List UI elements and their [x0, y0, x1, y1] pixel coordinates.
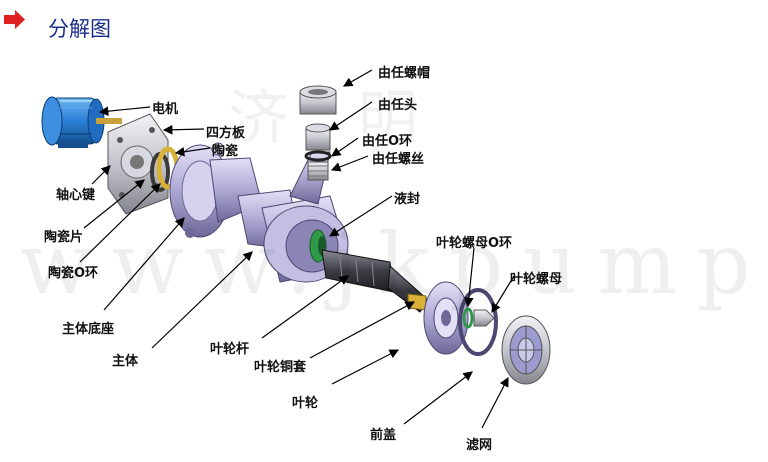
label-ceramic-o-ring: 陶瓷O环 — [48, 266, 99, 281]
label-impeller-nut: 叶轮螺母 — [510, 272, 563, 287]
label-union-o-ring: 由任O环 — [362, 134, 413, 149]
label-shaft-key: 轴心键 — [56, 188, 96, 203]
label-motor: 电机 — [152, 102, 179, 117]
page-title: 分解图 — [48, 17, 111, 41]
label-front-cover: 前盖 — [370, 428, 397, 443]
filter-screen-part — [501, 315, 551, 385]
label-union-thread: 由任螺丝 — [372, 152, 425, 167]
label-mechanical-seal: 液封 — [394, 192, 421, 207]
label-union-head: 由任头 — [378, 98, 418, 113]
red-arrow-icon — [4, 10, 25, 29]
label-square-plate: 四方板 — [206, 126, 246, 141]
watermark: www.jkpump.com — [20, 215, 768, 313]
impeller-nut-part — [473, 309, 495, 327]
leader-lines — [79, 69, 515, 429]
front-cover-part — [458, 288, 498, 356]
union-head-part — [305, 123, 331, 151]
label-main-body: 主体 — [112, 354, 139, 369]
union-thread-part — [307, 161, 329, 181]
union-o-ring-part — [304, 150, 332, 162]
label-ceramic-piece: 陶瓷片 — [44, 230, 84, 245]
label-impeller: 叶轮 — [292, 396, 319, 411]
label-impeller-shaft: 叶轮杆 — [210, 342, 250, 357]
impeller-part — [423, 281, 469, 355]
union-nut-part — [299, 85, 337, 115]
impeller-nut-o-ring-part — [462, 307, 474, 329]
label-main-base: 主体底座 — [62, 322, 115, 337]
label-impeller-copper-sleeve: 叶轮铜套 — [254, 360, 307, 375]
watermark-top: 济明 — [228, 84, 488, 154]
motor-part — [41, 96, 122, 148]
label-impeller-nut-o-ring: 叶轮螺母O环 — [436, 236, 513, 251]
label-ceramic: 陶瓷 — [212, 144, 239, 159]
label-filter-screen: 滤网 — [466, 438, 493, 453]
label-union-nut: 由任螺帽 — [378, 66, 431, 81]
